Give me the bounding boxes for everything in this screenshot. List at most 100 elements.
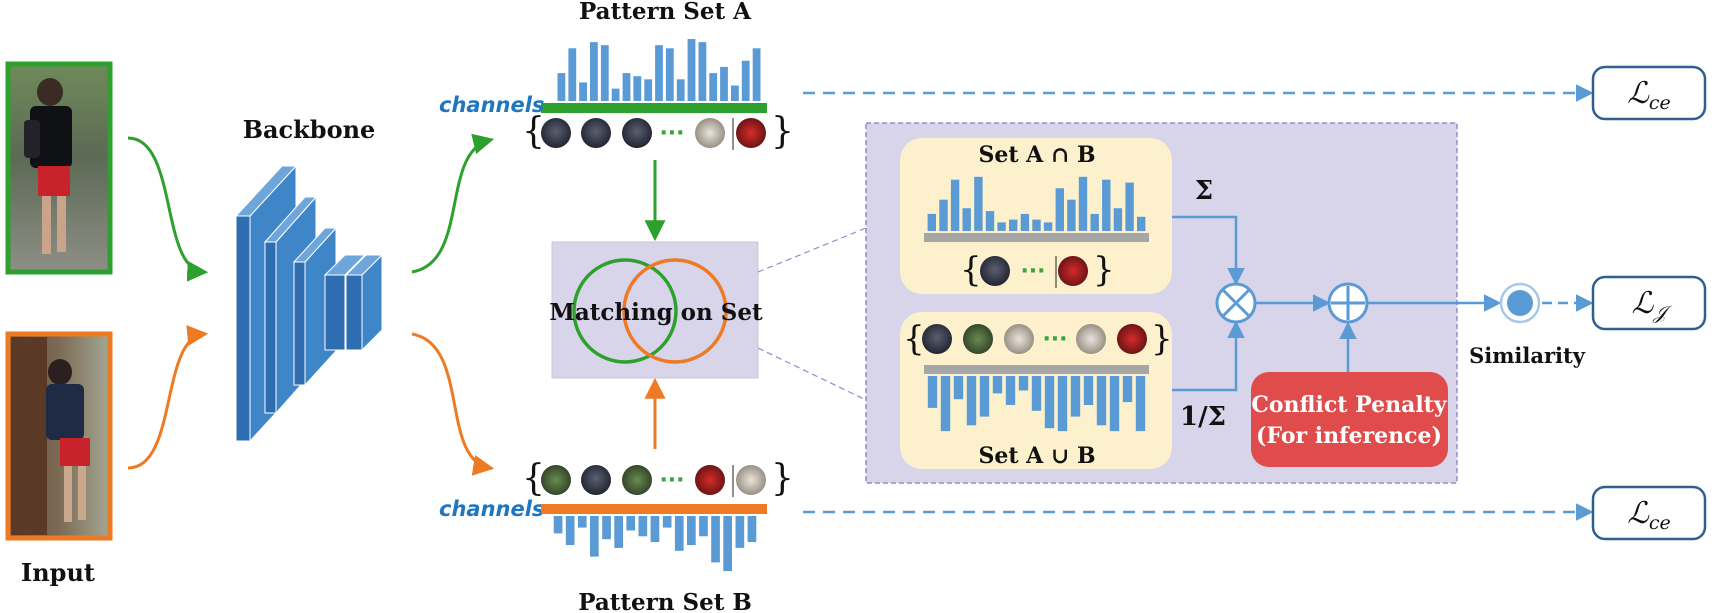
brace-close: } xyxy=(1093,250,1115,290)
venn-circle-b xyxy=(622,258,728,364)
histogram-bar xyxy=(633,76,642,101)
histogram-bar xyxy=(741,60,750,101)
histogram-bar xyxy=(1043,222,1053,231)
histogram-bar xyxy=(579,82,587,101)
thumbnail xyxy=(736,118,766,148)
input-image-a xyxy=(5,61,113,275)
histogram-bar xyxy=(1090,213,1099,231)
input-label: Input xyxy=(21,558,95,587)
histogram-bar xyxy=(650,516,660,543)
ellipsis: ··· xyxy=(659,468,684,493)
brace-close: } xyxy=(771,111,794,152)
histogram-bar xyxy=(611,88,620,101)
inverse-sum-label: 1/Σ xyxy=(1180,402,1226,432)
histogram-bar xyxy=(638,516,648,537)
arrow-inverse-sum-to-multiply xyxy=(1172,320,1245,392)
histogram-bar xyxy=(665,48,674,101)
conflict-penalty-line1: Conflict Penalty xyxy=(1251,392,1447,418)
arrow-sum-to-multiply xyxy=(1172,215,1245,286)
histogram-bar xyxy=(699,516,708,537)
histogram-bar xyxy=(1137,216,1146,232)
thumbnail xyxy=(1058,256,1088,286)
loss-j-middle: ℒ𝒥 xyxy=(1591,275,1707,331)
histogram-bar xyxy=(1032,219,1041,231)
thumbnail xyxy=(922,324,952,354)
histogram-bar xyxy=(1055,188,1064,232)
thumbnail xyxy=(1076,324,1106,354)
histogram-bar xyxy=(962,208,971,231)
histogram-bar xyxy=(626,516,636,531)
histogram-bar xyxy=(1113,208,1123,231)
loss-subscript: ce xyxy=(1649,92,1671,114)
set-union-box: { ··· } Set A ∪ B xyxy=(900,312,1173,469)
zoom-connector-top xyxy=(757,227,867,273)
pattern-set-a-channel-bar xyxy=(541,103,767,113)
thumbnail xyxy=(541,118,571,148)
histogram-bar xyxy=(614,516,623,548)
thumbnail xyxy=(622,465,652,495)
histogram-bar xyxy=(1044,376,1055,429)
histogram-bar xyxy=(662,516,672,528)
brace-open: { xyxy=(522,458,545,499)
histogram-bar xyxy=(940,376,951,432)
histogram-bar xyxy=(979,376,990,417)
histogram-bar xyxy=(590,42,598,101)
thumbnail xyxy=(963,324,993,354)
backbone-network xyxy=(234,164,384,443)
set-intersection-title: Set A ∩ B xyxy=(978,142,1095,168)
histogram-bar xyxy=(997,222,1006,231)
thumbnail xyxy=(695,118,725,148)
histogram-bar xyxy=(1102,179,1111,231)
histogram-bar xyxy=(600,45,609,101)
histogram-bar xyxy=(698,42,707,101)
histogram-bar xyxy=(711,516,720,563)
similarity-node-icon xyxy=(1499,282,1541,324)
histogram-bar xyxy=(927,376,938,408)
histogram-bar xyxy=(1018,376,1029,391)
svg-text:ℒce: ℒce xyxy=(1627,496,1671,534)
thumbnail xyxy=(695,465,725,495)
channels-label-b: channels xyxy=(439,497,544,521)
union-thumbnails: { ··· } xyxy=(903,319,1173,359)
similarity-label: Similarity xyxy=(1469,343,1586,368)
loss-subscript: ce xyxy=(1649,512,1671,534)
multiply-operator-icon xyxy=(1215,282,1257,324)
loss-symbol: ℒ xyxy=(1627,496,1650,531)
histogram-bar xyxy=(1083,376,1094,405)
ellipsis: ··· xyxy=(659,121,684,146)
brace-close: } xyxy=(771,458,794,499)
histogram-bar xyxy=(676,79,685,101)
histogram-bar xyxy=(577,516,587,528)
histogram-bar xyxy=(568,48,577,101)
thumbnail xyxy=(622,118,652,148)
thumbnail xyxy=(980,256,1010,286)
thumbnail xyxy=(736,465,766,495)
histogram-bar xyxy=(747,516,757,543)
backbone-label: Backbone xyxy=(243,115,376,144)
add-operator-icon xyxy=(1327,282,1369,324)
intersection-thumbnails: { ··· } xyxy=(960,250,1115,290)
histogram-bar xyxy=(966,376,977,426)
histogram-bar xyxy=(985,211,995,231)
union-histogram xyxy=(927,376,1146,432)
histogram-bar xyxy=(565,516,575,545)
matching-on-set-box: Matching on Set xyxy=(549,241,763,379)
pattern-set-b-thumbnails: { ··· } xyxy=(522,458,794,499)
histogram-bar xyxy=(622,73,631,101)
histogram-bar xyxy=(655,45,663,101)
thumbnail xyxy=(581,118,611,148)
arrow-input-b-to-backbone xyxy=(127,325,209,470)
arrow-backbone-to-set-a xyxy=(411,133,495,274)
pattern-set-a-histogram xyxy=(557,39,761,101)
arrow-backbone-to-set-b xyxy=(411,332,495,476)
histogram-bar xyxy=(950,179,960,231)
histogram-bar xyxy=(1020,213,1030,231)
histogram-bar xyxy=(1067,199,1076,232)
histogram-bar xyxy=(1005,376,1016,405)
histogram-bar xyxy=(939,199,948,232)
histogram-bar xyxy=(735,516,745,548)
pattern-set-a-thumbnails: { ··· } xyxy=(522,111,794,152)
histogram-bar xyxy=(674,516,684,551)
histogram-bar xyxy=(1125,182,1134,231)
